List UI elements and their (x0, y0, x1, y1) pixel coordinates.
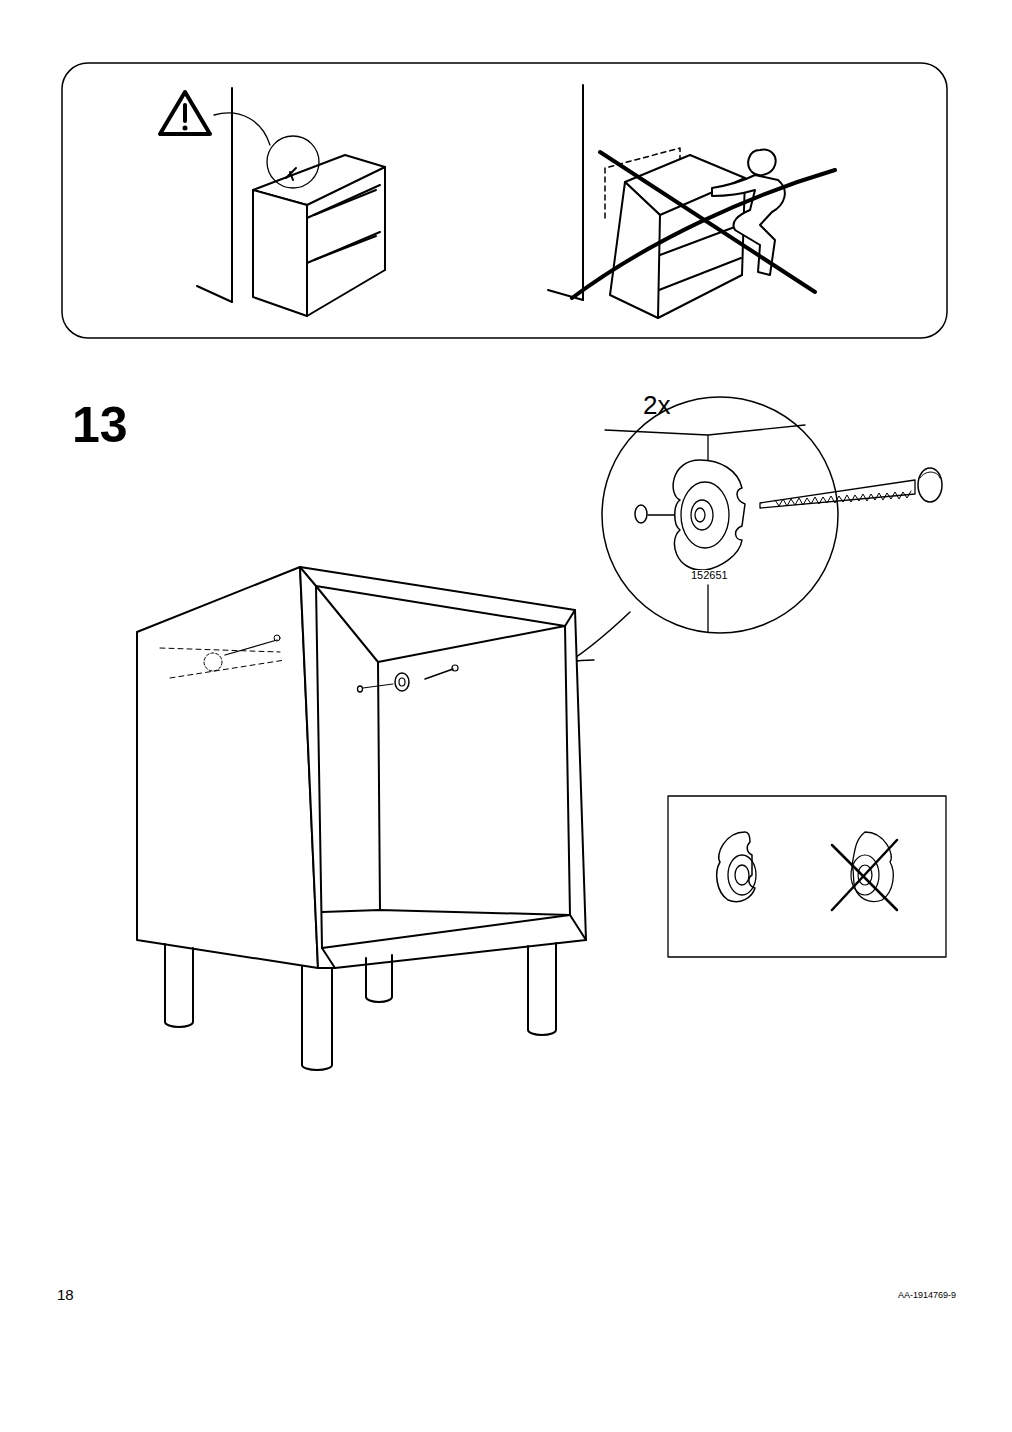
document-code: AA-1914769-9 (898, 1291, 956, 1300)
part-number: 152651 (690, 570, 729, 581)
step-number: 13 (72, 400, 128, 450)
quantity-label: 2x (643, 392, 670, 418)
page-number: 18 (57, 1287, 74, 1302)
